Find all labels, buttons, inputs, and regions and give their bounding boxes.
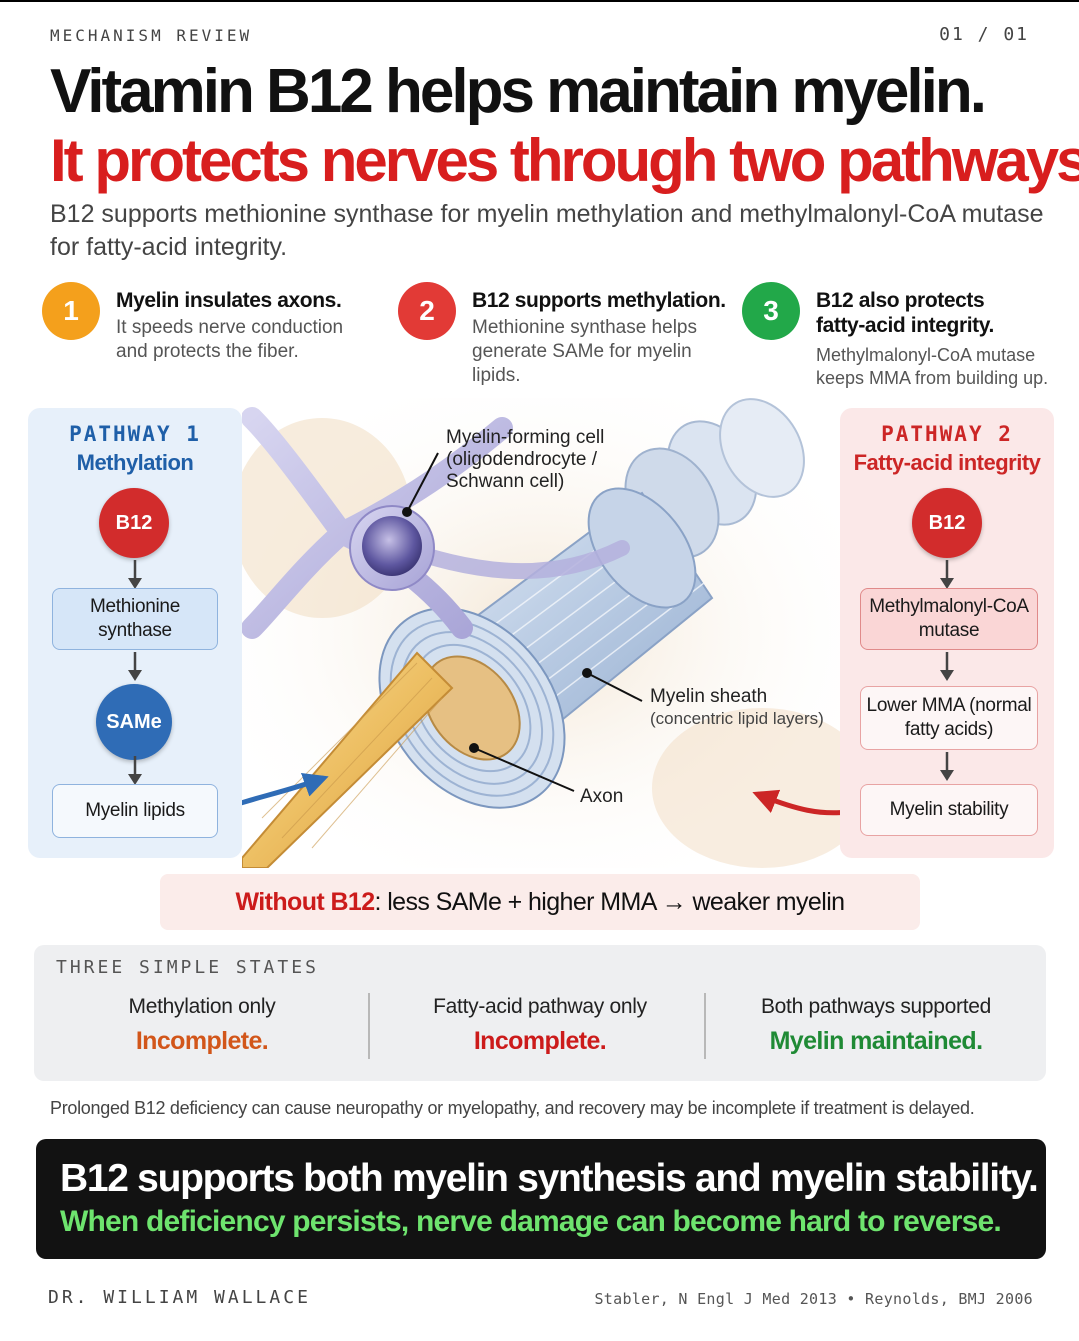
divider [368, 993, 370, 1059]
node-same: SAMe [96, 684, 172, 760]
key-point-title: B12 supports methylation. [472, 289, 726, 312]
node-b12: B12 [99, 488, 169, 558]
state-name: Fatty-acid pathway only [433, 995, 647, 1018]
node-myelin-stability: Myelin stability [860, 784, 1038, 836]
top-rule [0, 0, 1079, 2]
down-arrow-icon [940, 560, 954, 589]
without-b12-banner: Without B12: less SAMe + higher MMA → we… [160, 874, 920, 930]
key-point-title: B12 also protects fatty-acid integrity. [816, 289, 994, 337]
sheath-label: Myelin sheath [650, 686, 768, 707]
state-value: Incomplete. [473, 1027, 607, 1055]
pathway-1-panel: PATHWAY 1 Methylation B12 Methionine syn… [28, 408, 242, 858]
number-badge: 2 [398, 282, 456, 340]
page-counter: 01 / 01 [939, 24, 1029, 45]
footnote: Prolonged B12 deficiency can cause neuro… [50, 1098, 975, 1118]
node-lower-mma: Lower MMA (normal fatty acids) [860, 686, 1038, 750]
pathway-label: PATHWAY 2 [881, 422, 1013, 446]
takeaway-box: B12 supports both myelin synthesis and m… [36, 1139, 1046, 1259]
cell-label-sub-1: (oligodendrocyte / [446, 449, 598, 470]
state-both-pathways: Both pathways supported Myelin maintaine… [716, 995, 1036, 1056]
sheath-label-sub: (concentric lipid layers) [650, 709, 824, 728]
key-point-title: Myelin insulates axons. [116, 289, 342, 312]
state-value: Incomplete. [135, 1027, 269, 1055]
key-point-body: Methionine synthase helps generate SAMe … [472, 317, 697, 386]
number-badge: 1 [42, 282, 100, 340]
down-arrow-icon [128, 652, 142, 681]
banner-lead: Without B12 [235, 887, 376, 916]
key-point-body: Methylmalonyl-CoA mutase keeps MMA from … [816, 345, 1049, 388]
state-name: Methylation only [128, 995, 276, 1018]
node-b12: B12 [912, 488, 982, 558]
takeaway-line-1: B12 supports both myelin synthesis and m… [60, 1157, 1039, 1200]
state-name: Both pathways supported [760, 995, 992, 1018]
node-methionine-synthase: Methionine synthase [52, 588, 218, 650]
cell-label-sub-2: Schwann cell) [446, 471, 565, 492]
references: Stabler, N Engl J Med 2013 • Reynolds, B… [594, 1290, 1033, 1308]
headline-line-2: It protects nerves through two pathways. [50, 127, 1079, 194]
kicker: MECHANISM REVIEW [50, 26, 253, 45]
headline-line-1: Vitamin B12 helps maintain myelin. [50, 57, 987, 126]
author: DR. WILLIAM WALLACE [48, 1287, 311, 1308]
callout-myelin-forming-cell: Myelin-forming cell (oligodendrocyte / S… [446, 427, 604, 493]
number-badge: 3 [742, 282, 800, 340]
node-myelin-lipids: Myelin lipids [52, 784, 218, 838]
subtitle: B12 supports methionine synthase for mye… [50, 200, 1044, 261]
state-value: Myelin maintained. [769, 1027, 983, 1055]
down-arrow-icon [128, 756, 142, 785]
pathway-2-panel: PATHWAY 2 Fatty-acid integrity B12 Methy… [840, 408, 1054, 858]
node-methylmalonyl-coa-mutase: Methylmalonyl-CoA mutase [860, 588, 1038, 650]
key-point-body: It speeds nerve conduction and protects … [116, 317, 344, 362]
pathway-name: Methylation [76, 450, 194, 475]
cell-label: Myelin-forming cell [446, 427, 605, 448]
down-arrow-icon [940, 652, 954, 681]
three-states-panel: THREE SIMPLE STATES Methylation only Inc… [34, 945, 1046, 1081]
divider [704, 993, 706, 1059]
banner-rest: : less SAMe + higher MMA → weaker myelin [374, 887, 846, 916]
state-fatty-acid-only: Fatty-acid pathway only Incomplete. [380, 995, 700, 1056]
pathway-label: PATHWAY 1 [69, 422, 201, 446]
state-methylation-only: Methylation only Incomplete. [42, 995, 362, 1056]
down-arrow-icon [128, 560, 142, 589]
takeaway-line-2: When deficiency persists, nerve damage c… [60, 1205, 1002, 1238]
nerve-illustration [242, 398, 840, 868]
pathway-name: Fatty-acid integrity [853, 450, 1041, 475]
callout-axon: Axon [580, 786, 624, 807]
states-title: THREE SIMPLE STATES [56, 957, 319, 978]
down-arrow-icon [940, 752, 954, 781]
callout-myelin-sheath: Myelin sheath (concentric lipid layers) [650, 686, 824, 730]
